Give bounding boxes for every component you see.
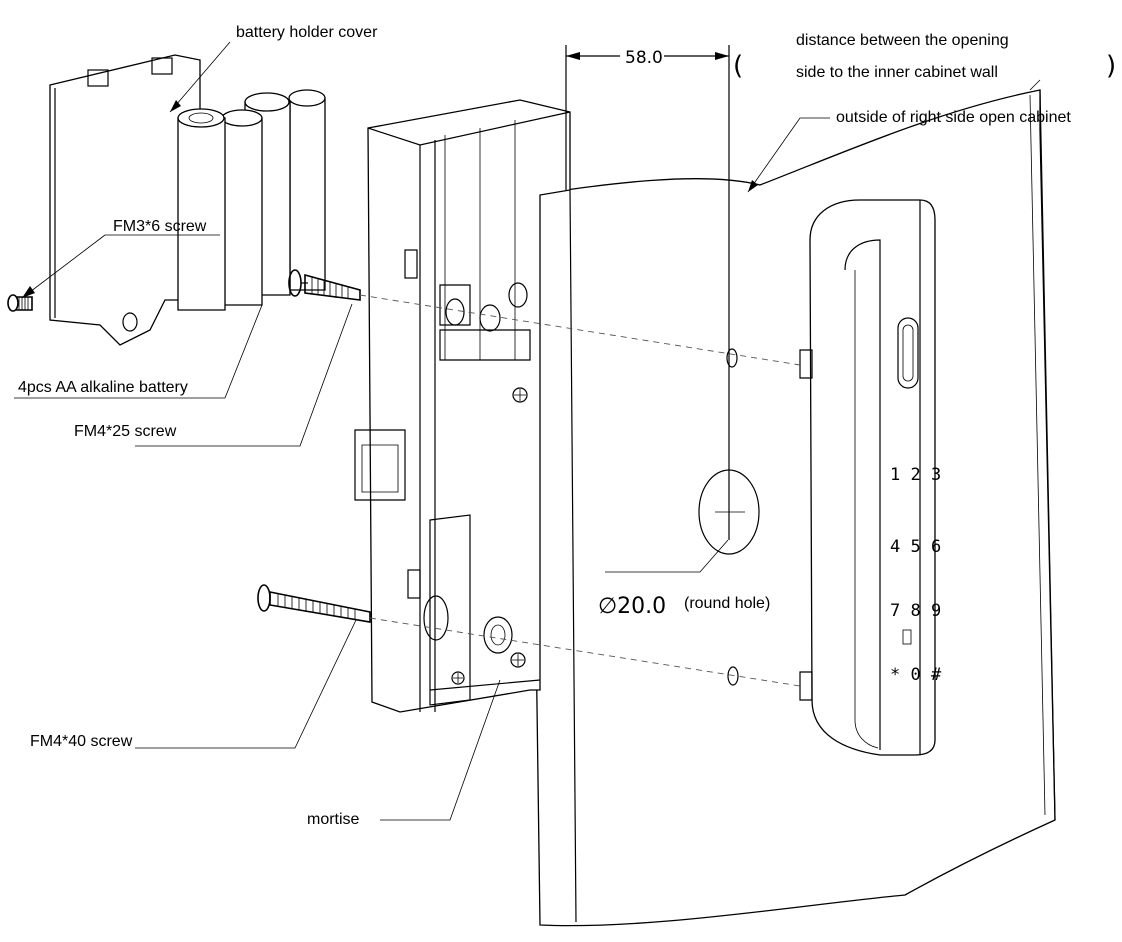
- cabinet-door-panel: [529, 89, 1056, 927]
- label-fm3-screw: FM3*6 screw: [113, 218, 207, 235]
- fm4-40-screw: [257, 584, 371, 623]
- mortise-lock-body: [354, 99, 571, 713]
- paren-close: ): [1106, 51, 1116, 81]
- dimension-hole-diameter: ∅20.0: [598, 594, 666, 619]
- leader-lines: [14, 41, 1041, 821]
- label-round-hole: (round hole): [684, 595, 770, 612]
- fm3-screw: [7, 294, 33, 312]
- aa-batteries: [177, 89, 326, 311]
- alignment-lines: [359, 294, 801, 687]
- dimension-58: 58.0: [625, 48, 663, 68]
- keypad-row-4: * 0 #: [890, 665, 942, 685]
- width-dimension: 58.0 ( ): [565, 45, 1116, 540]
- fm4-25-screw: [288, 269, 361, 301]
- label-outside-cabinet: outside of right side open cabinet: [836, 109, 1071, 126]
- keypad-row-1: 1 2 3: [890, 465, 941, 485]
- screw-hole-upper: [726, 348, 738, 368]
- label-distance-line-1: distance between the opening: [796, 32, 1009, 49]
- key-lock-icon: [902, 629, 912, 645]
- keypad-row-2: 4 5 6: [890, 537, 941, 557]
- paren-open: (: [733, 51, 743, 81]
- label-fm4-25-screw: FM4*25 screw: [74, 423, 177, 440]
- label-fm4-40-screw: FM4*40 screw: [30, 733, 133, 750]
- label-battery-holder-cover: battery holder cover: [236, 24, 378, 41]
- screw-hole-lower: [727, 666, 739, 686]
- keypad-unit: 1 2 3 4 5 6 7 8 9 * 0 #: [799, 199, 942, 756]
- label-batteries: 4pcs AA alkaline battery: [18, 379, 188, 396]
- battery-holder-cover: [49, 54, 201, 346]
- label-mortise: mortise: [307, 811, 360, 828]
- fingerprint-sensor-icon: [897, 317, 919, 389]
- keypad-row-3: 7 8 9: [890, 601, 941, 621]
- label-distance-line-2: side to the inner cabinet wall: [796, 64, 998, 81]
